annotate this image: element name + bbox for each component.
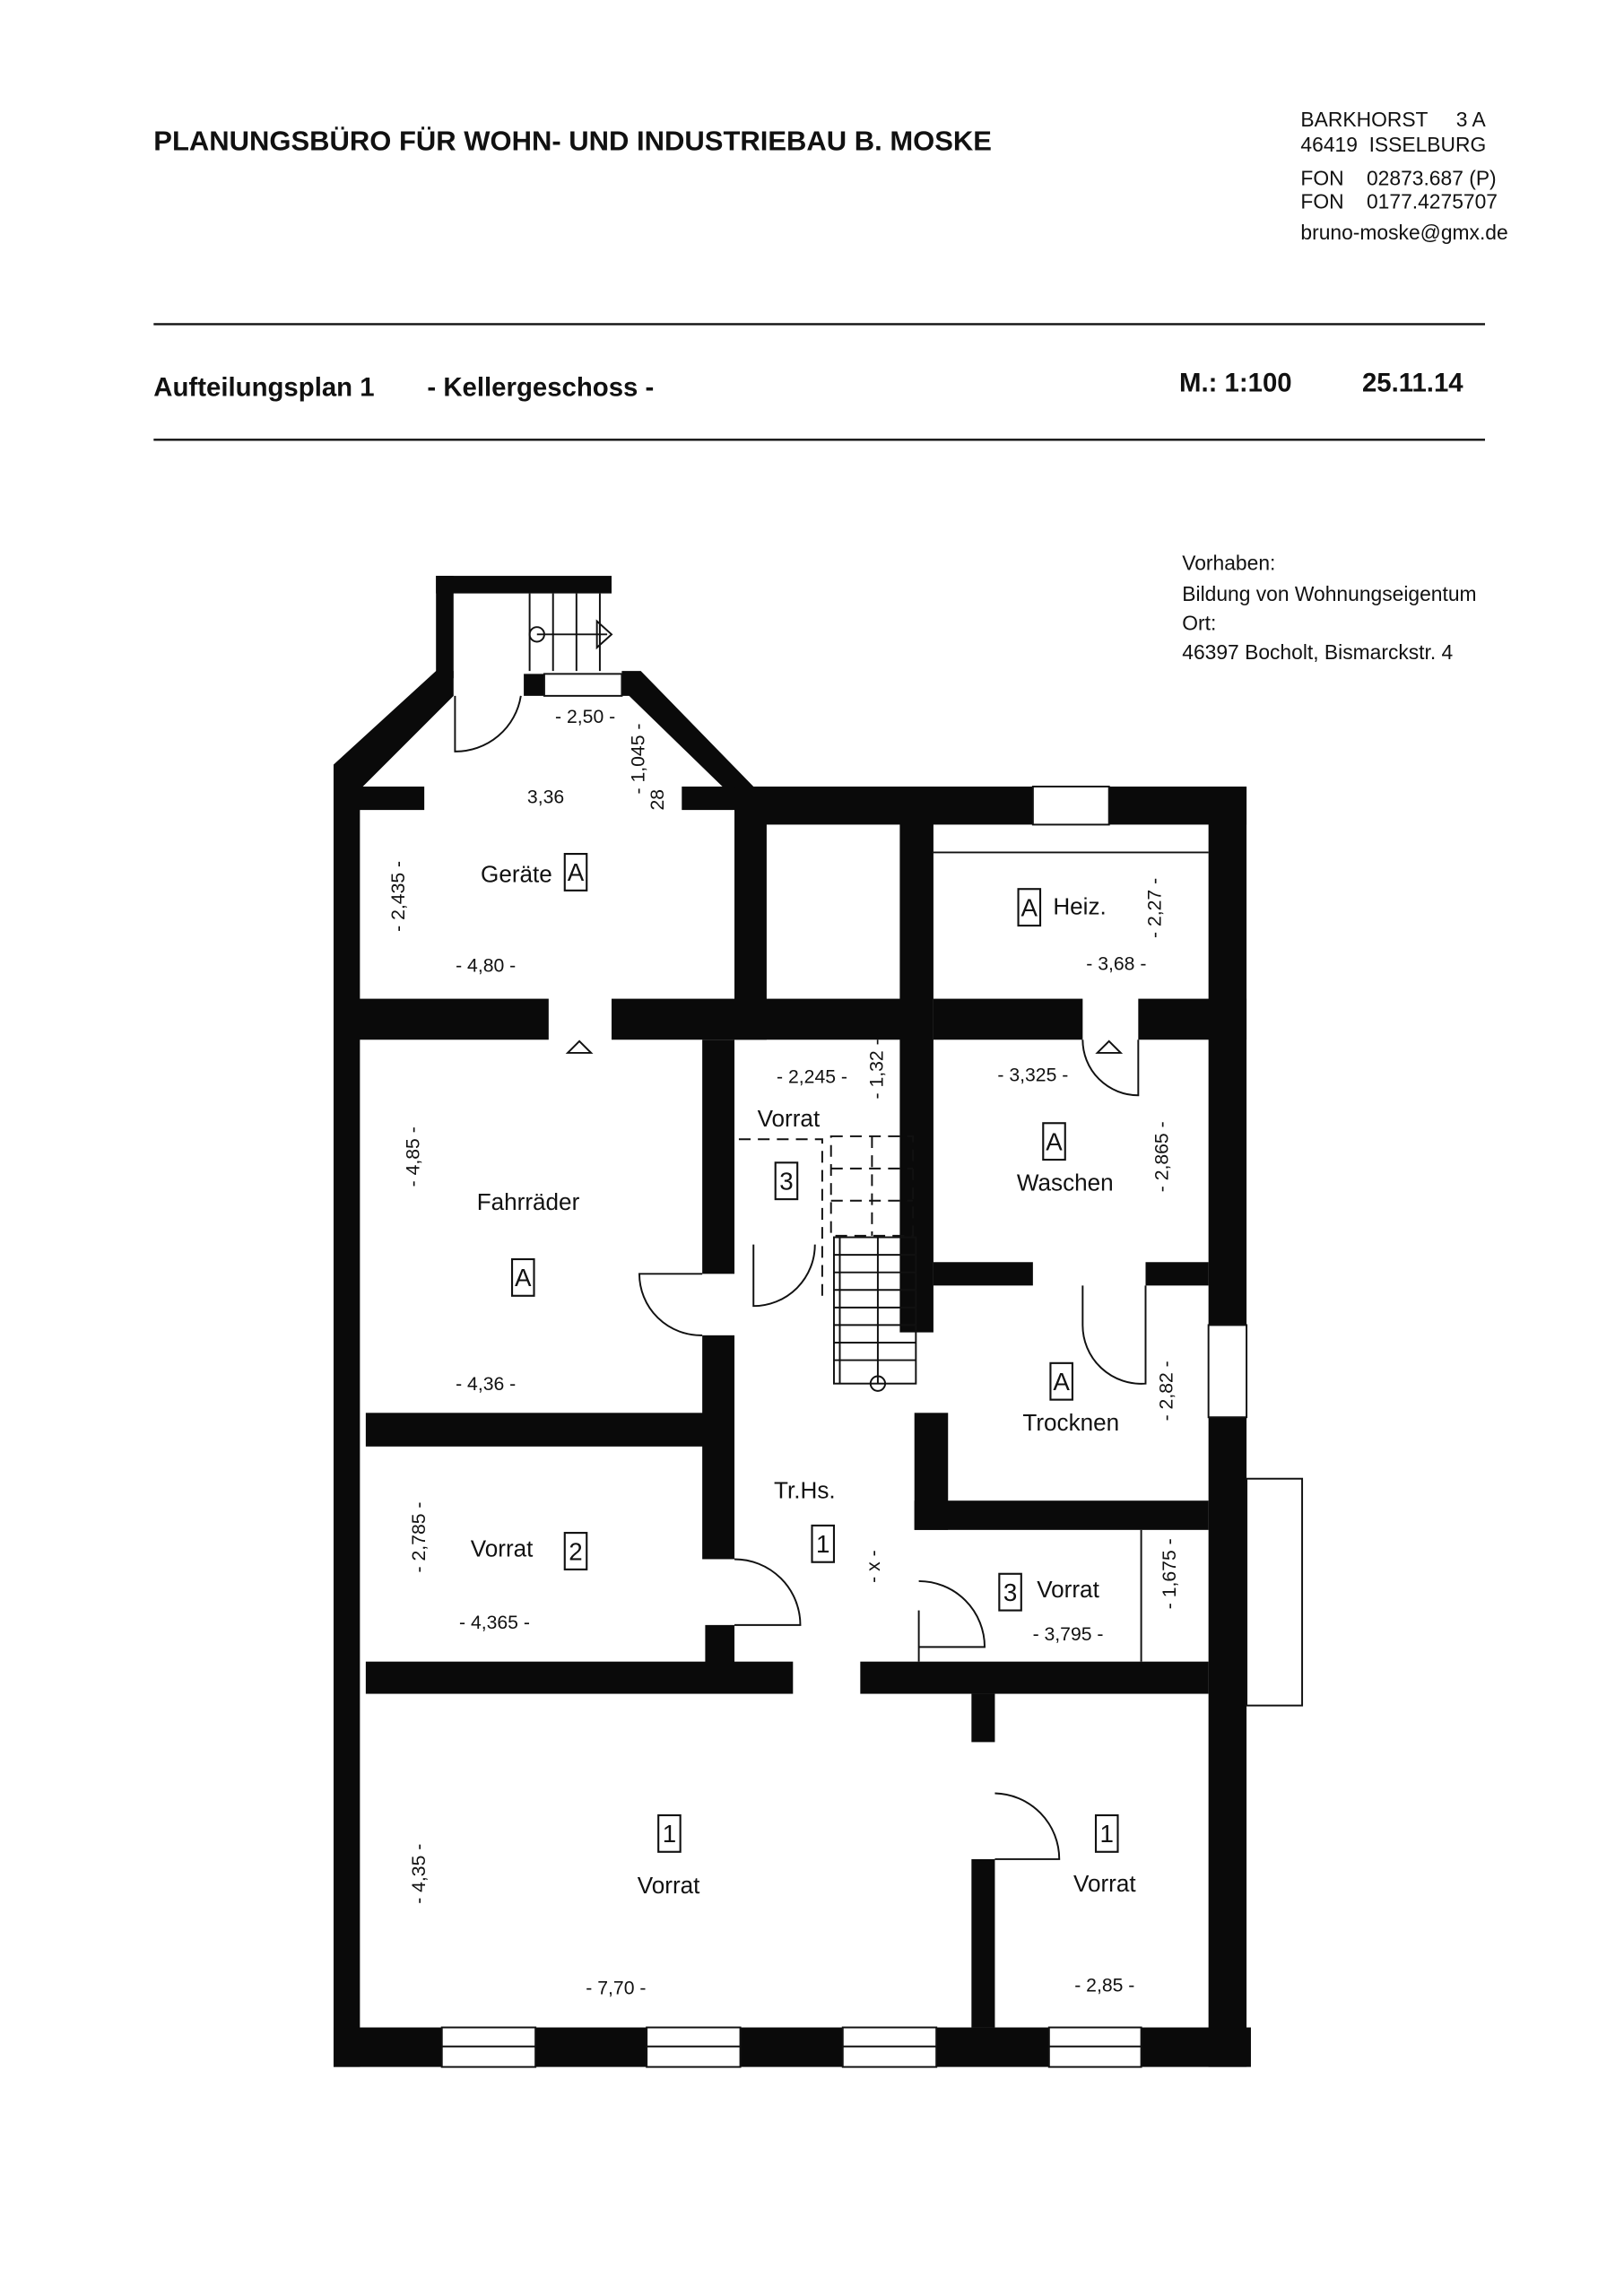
door xyxy=(1081,1285,1147,1385)
unit-badge: A xyxy=(510,1257,535,1297)
scale: M.: 1:100 xyxy=(1179,368,1292,397)
door-marker xyxy=(1095,1039,1124,1054)
room-vorrat-1-large: 1 Vorrat - 4,35 - - 7,70 - xyxy=(409,1813,700,1999)
windows xyxy=(440,673,1304,2068)
plan-title: Aufteilungsplan 1 xyxy=(153,372,374,402)
ort-value: 46397 Bocholt, Bismarckstr. 4 xyxy=(1182,640,1453,664)
door xyxy=(638,1273,703,1336)
room-name: Geräte xyxy=(481,860,552,887)
dimension: - 2,245 - xyxy=(777,1066,847,1087)
svg-text:1: 1 xyxy=(1100,1820,1114,1848)
svg-text:A: A xyxy=(568,858,585,886)
unit-badge: 1 xyxy=(811,1524,836,1563)
exterior-stair xyxy=(528,593,613,672)
door xyxy=(1081,1039,1140,1097)
room-name: Tr.Hs. xyxy=(774,1476,836,1503)
unit-badge: 1 xyxy=(657,1813,682,1853)
room-name: Vorrat xyxy=(758,1105,821,1132)
address-block: BARKHORST 3 A 46419 ISSELBURG FON 02873.… xyxy=(1300,108,1507,244)
room-vorrat-3: 3 Vorrat - 1,675 - - 3,795 - xyxy=(998,1538,1180,1645)
dimension: - 1,675 - xyxy=(1159,1538,1180,1609)
room-treppenhaus: Tr.Hs. 1 - x - xyxy=(774,1476,884,1583)
interior-stair xyxy=(738,1135,917,1392)
door xyxy=(734,1558,802,1626)
dimension: - 2,27 - xyxy=(1145,878,1166,938)
dimension: - 4,85 - xyxy=(403,1126,423,1187)
floor-title: - Kellergeschoss - xyxy=(427,372,654,402)
dimension: - 2,82 - xyxy=(1157,1361,1177,1421)
ort-label: Ort: xyxy=(1182,611,1216,634)
phone-1: FON 02873.687 (P) xyxy=(1300,166,1496,189)
room-vorrat-stair: - 2,245 - - 1,32 - Vorrat 3 xyxy=(758,1039,888,1201)
phone-2: FON 0177.4275707 xyxy=(1300,190,1498,213)
dimension: - 2,865 - xyxy=(1152,1121,1173,1192)
dimension: - 4,80 - xyxy=(456,955,516,976)
unit-badge: A xyxy=(1017,888,1042,927)
door xyxy=(994,1792,1061,1860)
date: 25.11.14 xyxy=(1362,368,1463,397)
address-city: 46419 ISSELBURG xyxy=(1300,133,1486,156)
unit-badge: A xyxy=(1049,1361,1073,1401)
fixtures xyxy=(454,593,1209,1860)
dimension: - 3,68 - xyxy=(1086,954,1146,975)
door-marker xyxy=(565,1039,594,1054)
room-vorrat-1-small: 1 Vorrat - 2,85 - xyxy=(1073,1813,1136,1996)
dimension: - 4,36 - xyxy=(456,1374,516,1395)
dimension: - 3,325 - xyxy=(997,1065,1068,1086)
company-name: PLANUNGSBÜRO FÜR WOHN- UND INDUSTRIEBAU … xyxy=(153,125,992,156)
dimension: - 7,70 - xyxy=(586,1979,646,1999)
email: bruno-moske@gmx.de xyxy=(1300,221,1507,244)
room-vorrat-2: - 2,785 - Vorrat 2 - 4,365 - xyxy=(409,1502,588,1633)
room-waschen: - 3,325 - A Waschen - 2,865 - xyxy=(997,1065,1172,1196)
svg-text:3: 3 xyxy=(1003,1578,1017,1606)
dimension: - 2,785 - xyxy=(409,1502,430,1573)
svg-text:A: A xyxy=(1021,893,1038,921)
svg-text:3: 3 xyxy=(779,1167,793,1195)
room-name: Fahrräder xyxy=(477,1188,580,1215)
room-name: Vorrat xyxy=(638,1872,700,1899)
dimension: 3,36 xyxy=(527,787,564,808)
dimension: - 4,35 - xyxy=(409,1844,430,1904)
dimension: - 2,435 - xyxy=(388,861,409,932)
room-name: Heiz. xyxy=(1053,892,1106,919)
unit-badge: 3 xyxy=(774,1161,799,1201)
svg-text:A: A xyxy=(1046,1127,1063,1155)
unit-badge: A xyxy=(1042,1122,1066,1161)
dimension: - 2,85 - xyxy=(1074,1975,1134,1996)
unit-badge: 2 xyxy=(563,1532,588,1570)
dimension: 28 xyxy=(647,789,668,811)
dimension: - 3,795 - xyxy=(1033,1624,1104,1645)
project-info: Vorhaben: Bildung von Wohnungseigentum O… xyxy=(1182,552,1476,665)
room-name: Vorrat xyxy=(1037,1576,1099,1603)
room-name: Trocknen xyxy=(1022,1409,1119,1436)
svg-text:1: 1 xyxy=(663,1820,676,1848)
vorhaben-value: Bildung von Wohnungseigentum xyxy=(1182,582,1476,605)
unit-badge: 1 xyxy=(1094,1813,1119,1853)
dimension: - 1,045 - xyxy=(629,724,649,795)
dimension: - 1,32 - xyxy=(867,1039,888,1099)
room-fahrraeder: - 4,85 - Fahrräder A - 4,36 - xyxy=(403,1126,579,1395)
room-name: Waschen xyxy=(1017,1170,1114,1196)
room-geraete: Geräte A - 2,50 - - 1,045 - 28 3,36 - 2,… xyxy=(388,707,668,976)
svg-text:A: A xyxy=(515,1264,532,1292)
door xyxy=(918,1579,986,1648)
vorhaben-label: Vorhaben: xyxy=(1182,552,1275,575)
svg-text:2: 2 xyxy=(569,1537,582,1565)
unit-badge: A xyxy=(563,853,588,891)
dimension: - 4,365 - xyxy=(459,1613,530,1633)
room-heiz: A Heiz. - 2,27 - - 3,68 - xyxy=(1017,878,1166,975)
address-street: BARKHORST 3 A xyxy=(1300,108,1486,131)
room-trocknen: A Trocknen - 2,82 - xyxy=(1022,1361,1177,1436)
dimension: - 2,50 - xyxy=(555,707,615,727)
room-name: Vorrat xyxy=(1073,1870,1136,1897)
svg-text:A: A xyxy=(1053,1368,1070,1396)
room-name: Vorrat xyxy=(471,1535,534,1562)
svg-text:1: 1 xyxy=(816,1530,829,1558)
dimension: - x - xyxy=(864,1550,884,1582)
door xyxy=(454,695,522,752)
unit-badge: 3 xyxy=(998,1572,1022,1612)
door xyxy=(752,1244,816,1308)
